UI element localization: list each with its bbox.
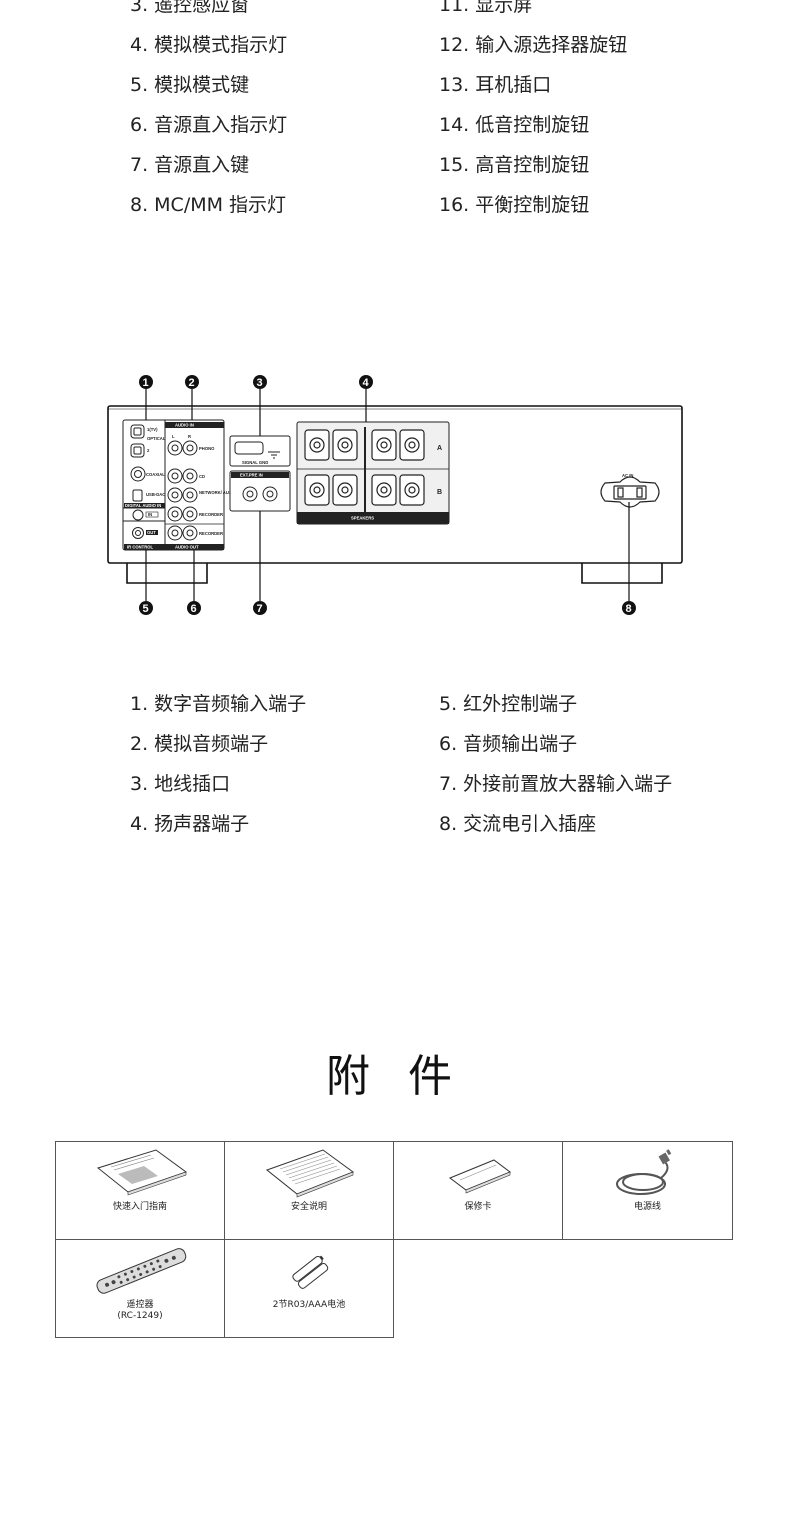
audio-out-label: AUDIO OUT <box>175 545 199 550</box>
accessories-grid: 快速入门指南 安全说明 保修卡 <box>55 1141 733 1338</box>
list-item: 16. 平衡控制旋钮 <box>439 194 590 216</box>
optical-2-label: 2 <box>147 448 150 453</box>
accessory-quick-guide: 快速入门指南 <box>55 1141 225 1240</box>
accessory-power-cord: 电源线 <box>562 1141 733 1240</box>
accessory-remote: 遥控器 (RC-1249) <box>55 1239 225 1338</box>
accessory-label: 电源线 <box>633 1202 661 1212</box>
list-item: 1. 数字音频输入端子 <box>130 693 307 715</box>
callout-6 <box>187 601 201 615</box>
left-foot <box>126 563 208 584</box>
list-item: 11. 显示屏 <box>439 0 533 16</box>
list-item: 8. MC/MM 指示灯 <box>130 194 287 216</box>
usb-label: USB-DAC <box>146 492 165 497</box>
front-panel-list-right: 11. 显示屏 12. 输入源选择器旋钮 13. 耳机插口 14. 低音控制旋钮… <box>439 0 627 225</box>
list-item: 5. 模拟模式键 <box>130 74 250 96</box>
callout-6-label: 6 <box>191 603 197 615</box>
accessory-safety: 安全说明 <box>224 1141 394 1240</box>
accessory-label: 安全说明 <box>290 1202 327 1212</box>
callout-3-label: 3 <box>257 377 263 389</box>
list-item: 7. 音源直入键 <box>130 154 250 176</box>
right-foot <box>581 563 663 584</box>
accessory-batteries: 2节R03/AAA电池 <box>224 1239 394 1338</box>
accessory-label: 快速入门指南 <box>112 1202 167 1212</box>
signal-gnd-label: SIGNAL GND <box>242 460 268 465</box>
rear-panel-diagram: AUDIO IN 1(TV) OPTICAL 2 COAXIAL USB-DAC… <box>107 375 683 615</box>
list-item: 13. 耳机插口 <box>439 74 552 96</box>
ac-in-label: AC IN <box>622 473 633 478</box>
rca-left-label: L <box>172 434 175 439</box>
list-item: 12. 输入源选择器旋钮 <box>439 34 628 56</box>
safety-booklet-icon <box>265 1149 355 1198</box>
callout-5 <box>139 601 153 615</box>
network-label: NETWORK/ AUX <box>199 490 232 495</box>
phono-label: PHONO <box>199 446 215 451</box>
power-cord-icon <box>616 1149 672 1195</box>
list-item: 3. 遥控感应窗 <box>130 0 250 16</box>
rca-right-label: R <box>188 434 191 439</box>
callout-3 <box>253 375 267 389</box>
ir-in-label: IN <box>148 512 152 517</box>
list-item: 6. 音源直入指示灯 <box>130 114 288 136</box>
list-item: 8. 交流电引入插座 <box>439 813 597 835</box>
optical-label: OPTICAL <box>147 436 166 441</box>
list-item: 5. 红外控制端子 <box>439 693 578 715</box>
accessory-label: 遥控器 <box>126 1300 154 1310</box>
list-item: 7. 外接前置放大器输入端子 <box>439 773 673 795</box>
accessory-warranty: 保修卡 <box>393 1141 563 1240</box>
ir-out-label: OUT <box>147 530 156 535</box>
callout-2 <box>185 375 199 389</box>
callout-8 <box>622 601 636 615</box>
digital-audio-in-label: DIGITAL AUDIO IN <box>125 503 161 508</box>
list-item: 3. 地线插口 <box>130 773 231 795</box>
accessory-label: 2节R03/AAA电池 <box>272 1300 346 1310</box>
callout-7-label: 7 <box>257 603 263 615</box>
chassis-outline <box>107 405 683 564</box>
accessories-title: 附 件 <box>326 1051 464 1102</box>
list-item: 4. 扬声器端子 <box>130 813 250 835</box>
quick-guide-icon <box>96 1149 188 1196</box>
callout-1-label: 1 <box>143 377 149 389</box>
tv-label: 1(TV) <box>147 427 158 432</box>
list-item: 2. 模拟音频端子 <box>130 733 269 755</box>
speaker-a-label: A <box>437 445 442 452</box>
callout-7 <box>253 601 267 615</box>
cd-label: CD <box>199 474 205 479</box>
rear-panel-list-left: 1. 数字音频输入端子 2. 模拟音频端子 3. 地线插口 4. 扬声器端子 <box>130 684 306 844</box>
list-item: 4. 模拟模式指示灯 <box>130 34 288 56</box>
callout-5-label: 5 <box>143 603 149 615</box>
ir-control-label: IR CONTROL <box>127 545 153 550</box>
accessory-sublabel: (RC-1249) <box>117 1311 163 1321</box>
audio-in-label: AUDIO IN <box>175 423 194 428</box>
coaxial-label: COAXIAL <box>146 472 165 477</box>
callout-1 <box>139 375 153 389</box>
batteries-icon <box>292 1255 329 1289</box>
list-item: 15. 高音控制旋钮 <box>439 154 590 176</box>
ext-pre-label: EXT.PRE IN <box>240 473 263 478</box>
callout-4 <box>359 375 373 389</box>
list-item: 14. 低音控制旋钮 <box>439 114 590 136</box>
callouts: 1 2 3 4 5 6 7 8 <box>139 375 636 615</box>
recorder-out-label: RECORDER <box>199 531 223 536</box>
recorder-label: RECORDER <box>199 512 223 517</box>
callout-4-label: 4 <box>363 377 370 389</box>
warranty-card-icon <box>448 1159 512 1194</box>
rear-panel-list-right: 5. 红外控制端子 6. 音频输出端子 7. 外接前置放大器输入端子 8. 交流… <box>439 684 672 844</box>
speakers-label: SPEAKERS <box>351 516 374 521</box>
accessory-label: 保修卡 <box>464 1202 492 1212</box>
callout-8-label: 8 <box>626 603 632 615</box>
speaker-b-label: B <box>437 489 442 496</box>
remote-control-icon <box>96 1248 187 1294</box>
list-item: 6. 音频输出端子 <box>439 733 578 755</box>
front-panel-list-left: 3. 遥控感应窗 4. 模拟模式指示灯 5. 模拟模式键 6. 音源直入指示灯 … <box>130 0 287 225</box>
callout-2-label: 2 <box>189 377 195 389</box>
